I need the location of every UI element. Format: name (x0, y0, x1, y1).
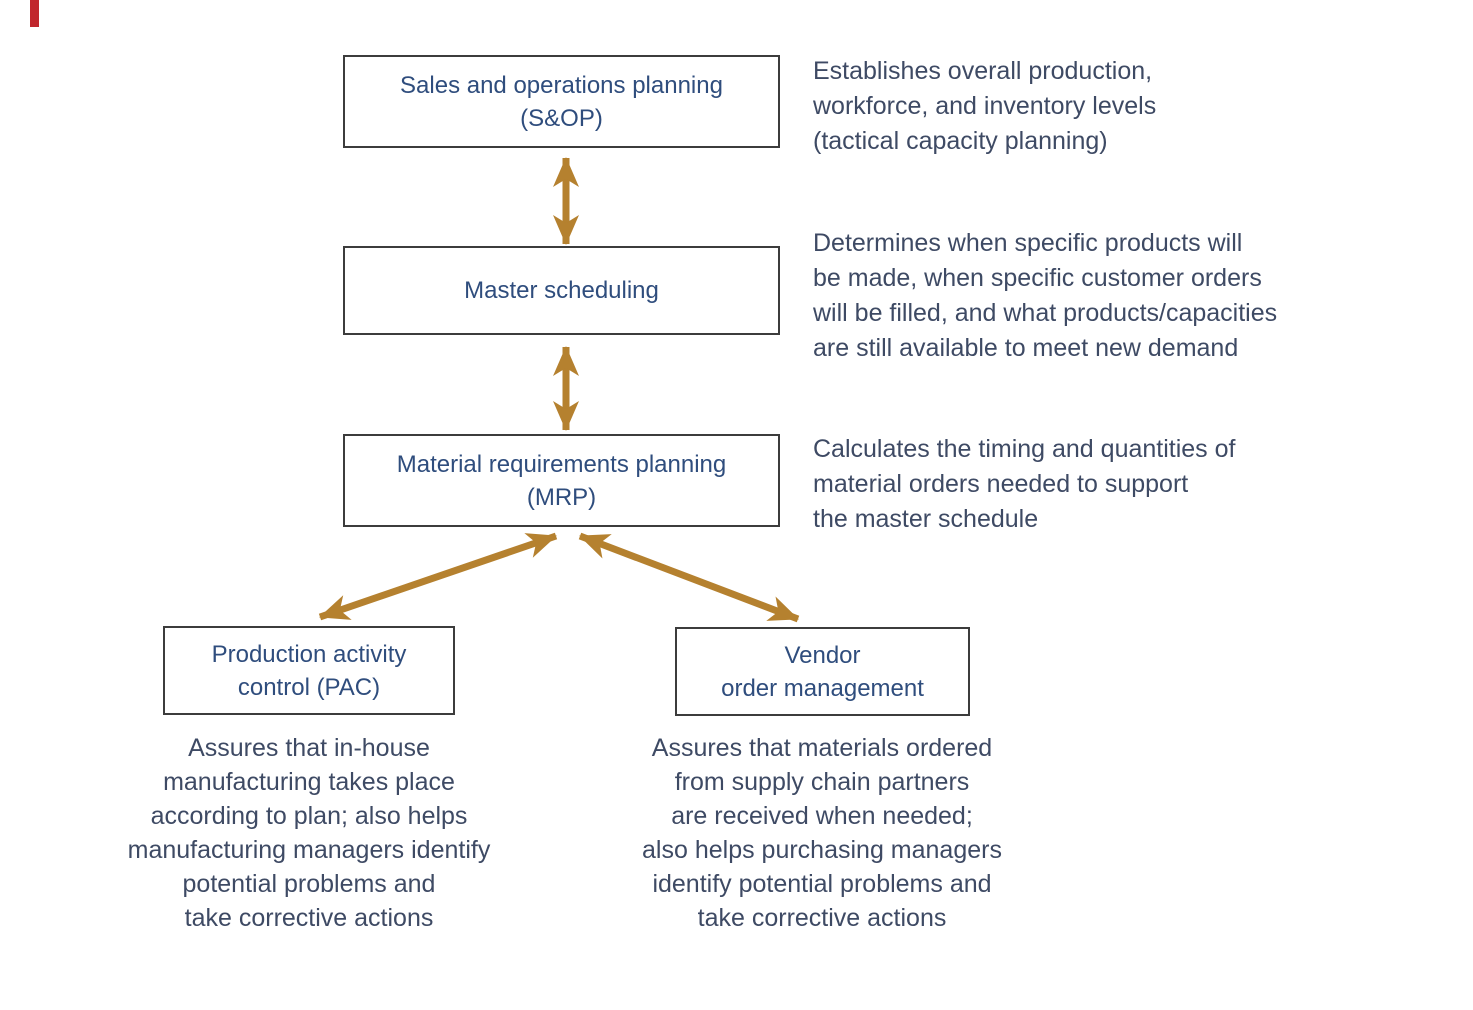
annotation-master-scheduling: Determines when specific products will b… (813, 229, 1278, 362)
arrow-mrp-vendor (578, 532, 800, 623)
description-production-activity-control: Assures that in-house manufacturing take… (127, 734, 491, 932)
annotation-material-requirements-planning: Calculates the timing and quantities of … (813, 435, 1236, 533)
box-sales-operations-planning: Sales and operations planning (S&OP) (343, 55, 780, 148)
box-vendor-order-management: Vendor order management (675, 627, 970, 716)
box-sales-operations-planning-label: Sales and operations planning (S&OP) (400, 71, 723, 132)
box-master-scheduling: Master scheduling (343, 246, 780, 335)
description-vendor-order-management: Assures that materials ordered from supp… (642, 734, 1002, 932)
box-material-requirements-planning: Material requirements planning (MRP) (343, 434, 780, 527)
arrow-mrp-pac (318, 532, 558, 621)
annotation-sales-operations-planning: Establishes overall production, workforc… (813, 57, 1157, 155)
box-material-requirements-planning-label: Material requirements planning (MRP) (396, 450, 727, 511)
box-production-activity-control-label: Production activity control (PAC) (211, 640, 407, 701)
box-production-activity-control: Production activity control (PAC) (163, 626, 455, 715)
box-vendor-order-management-label: Vendor order management (721, 641, 924, 702)
page-edge-red-mark (30, 0, 39, 27)
box-master-scheduling-label: Master scheduling (464, 277, 659, 304)
